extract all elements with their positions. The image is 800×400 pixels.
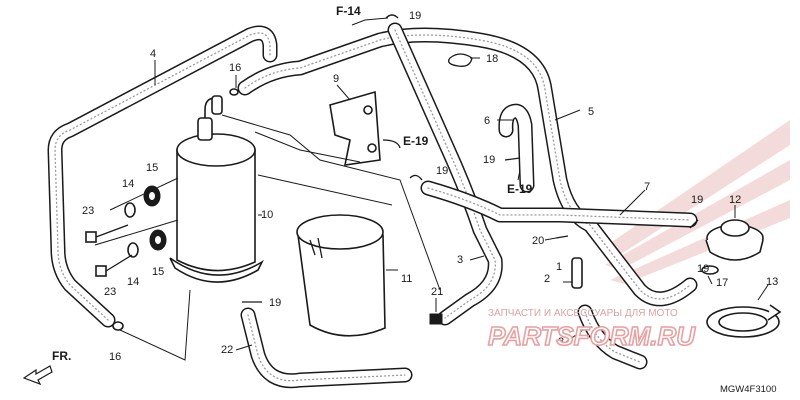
- hose-7: [420, 180, 698, 228]
- leader-lines: [154, 17, 769, 351]
- watermark-tagline: ЗАПЧАСТИ И АКСЕССУАРЫ ДЛЯ МОТО: [488, 308, 678, 319]
- callout-1: 1: [556, 261, 562, 273]
- bolt-23-upper: [85, 224, 129, 243]
- hose-6: [498, 103, 535, 193]
- callout-numbers: 4 16 9 19 18 5 6 19 19 7 19 12 15 14 23 …: [82, 10, 778, 363]
- callout-14: 14: [127, 276, 139, 288]
- callout-12: 12: [729, 194, 741, 206]
- collar-14-upper: [124, 202, 136, 218]
- callout-19: 19: [697, 263, 709, 275]
- valve-12: [705, 219, 764, 261]
- callout-11: 11: [401, 273, 412, 285]
- clamp-21: [429, 313, 443, 325]
- callout-23: 23: [82, 205, 94, 217]
- callout-6: 6: [484, 115, 490, 127]
- callout-19: 19: [269, 297, 281, 309]
- callout-3: 3: [457, 254, 463, 266]
- callout-19: 19: [409, 10, 421, 22]
- clip-19-right: [504, 157, 521, 161]
- hose-8: [577, 304, 648, 370]
- clip-16-bottom: [112, 321, 124, 331]
- callout-19: 19: [691, 194, 703, 206]
- callout-8: 8: [558, 336, 564, 348]
- watermark-brand: PARTSFORM.RU: [488, 321, 696, 351]
- ref-arrow-e19: [517, 169, 521, 181]
- callout-18: 18: [486, 53, 498, 65]
- clip-19-mid: [409, 174, 423, 181]
- clip-16-top: [229, 88, 239, 96]
- callout-19: 19: [436, 165, 448, 177]
- rubber-mount-15-upper: [143, 185, 161, 207]
- bracket-9: [329, 90, 401, 166]
- canister-10: [169, 95, 264, 283]
- callout-20: 20: [532, 235, 544, 247]
- hose-22: [240, 307, 413, 389]
- joint-2: [571, 257, 583, 289]
- clip-18: [447, 53, 473, 67]
- callout-16: 16: [229, 62, 241, 74]
- cover-11: [296, 214, 386, 337]
- callout-22: 22: [221, 344, 233, 356]
- clip-19-top: [385, 14, 399, 19]
- callout-4: 4: [150, 48, 156, 60]
- collar-14-lower: [127, 242, 139, 258]
- callout-13: 13: [766, 276, 778, 288]
- rubber-mount-15-lower: [149, 229, 167, 251]
- front-arrow: FR.: [22, 349, 71, 386]
- clip-17: [701, 265, 719, 275]
- callout-16: 16: [109, 351, 121, 363]
- callout-19: 19: [483, 154, 495, 166]
- callout-5: 5: [588, 106, 594, 118]
- hose-4: [47, 25, 278, 328]
- hose-5: [237, 27, 698, 307]
- callout-23: 23: [104, 286, 116, 298]
- bolt-23-lower: [95, 254, 133, 277]
- diagram-code: MGW4F3100: [720, 384, 777, 395]
- callout-10: 10: [261, 209, 273, 221]
- callout-7: 7: [644, 181, 650, 193]
- callout-15: 15: [146, 162, 158, 174]
- clip-20: [555, 235, 569, 239]
- callout-9: 9: [333, 73, 339, 85]
- ref-e19-top: E-19: [403, 134, 429, 148]
- hose-3: [387, 22, 503, 326]
- ref-e19-mid: E-19: [507, 182, 533, 196]
- callout-15: 15: [152, 266, 164, 278]
- callout-17: 17: [716, 277, 728, 289]
- clip-19-valve: [689, 219, 699, 229]
- callout-14: 14: [122, 178, 134, 190]
- seal-13: [706, 304, 782, 338]
- assembly-frame-lines: [94, 114, 441, 361]
- ref-f14: F-14: [336, 4, 361, 18]
- callout-21: 21: [431, 286, 443, 298]
- callout-2: 2: [544, 273, 550, 285]
- front-label: FR.: [52, 349, 71, 363]
